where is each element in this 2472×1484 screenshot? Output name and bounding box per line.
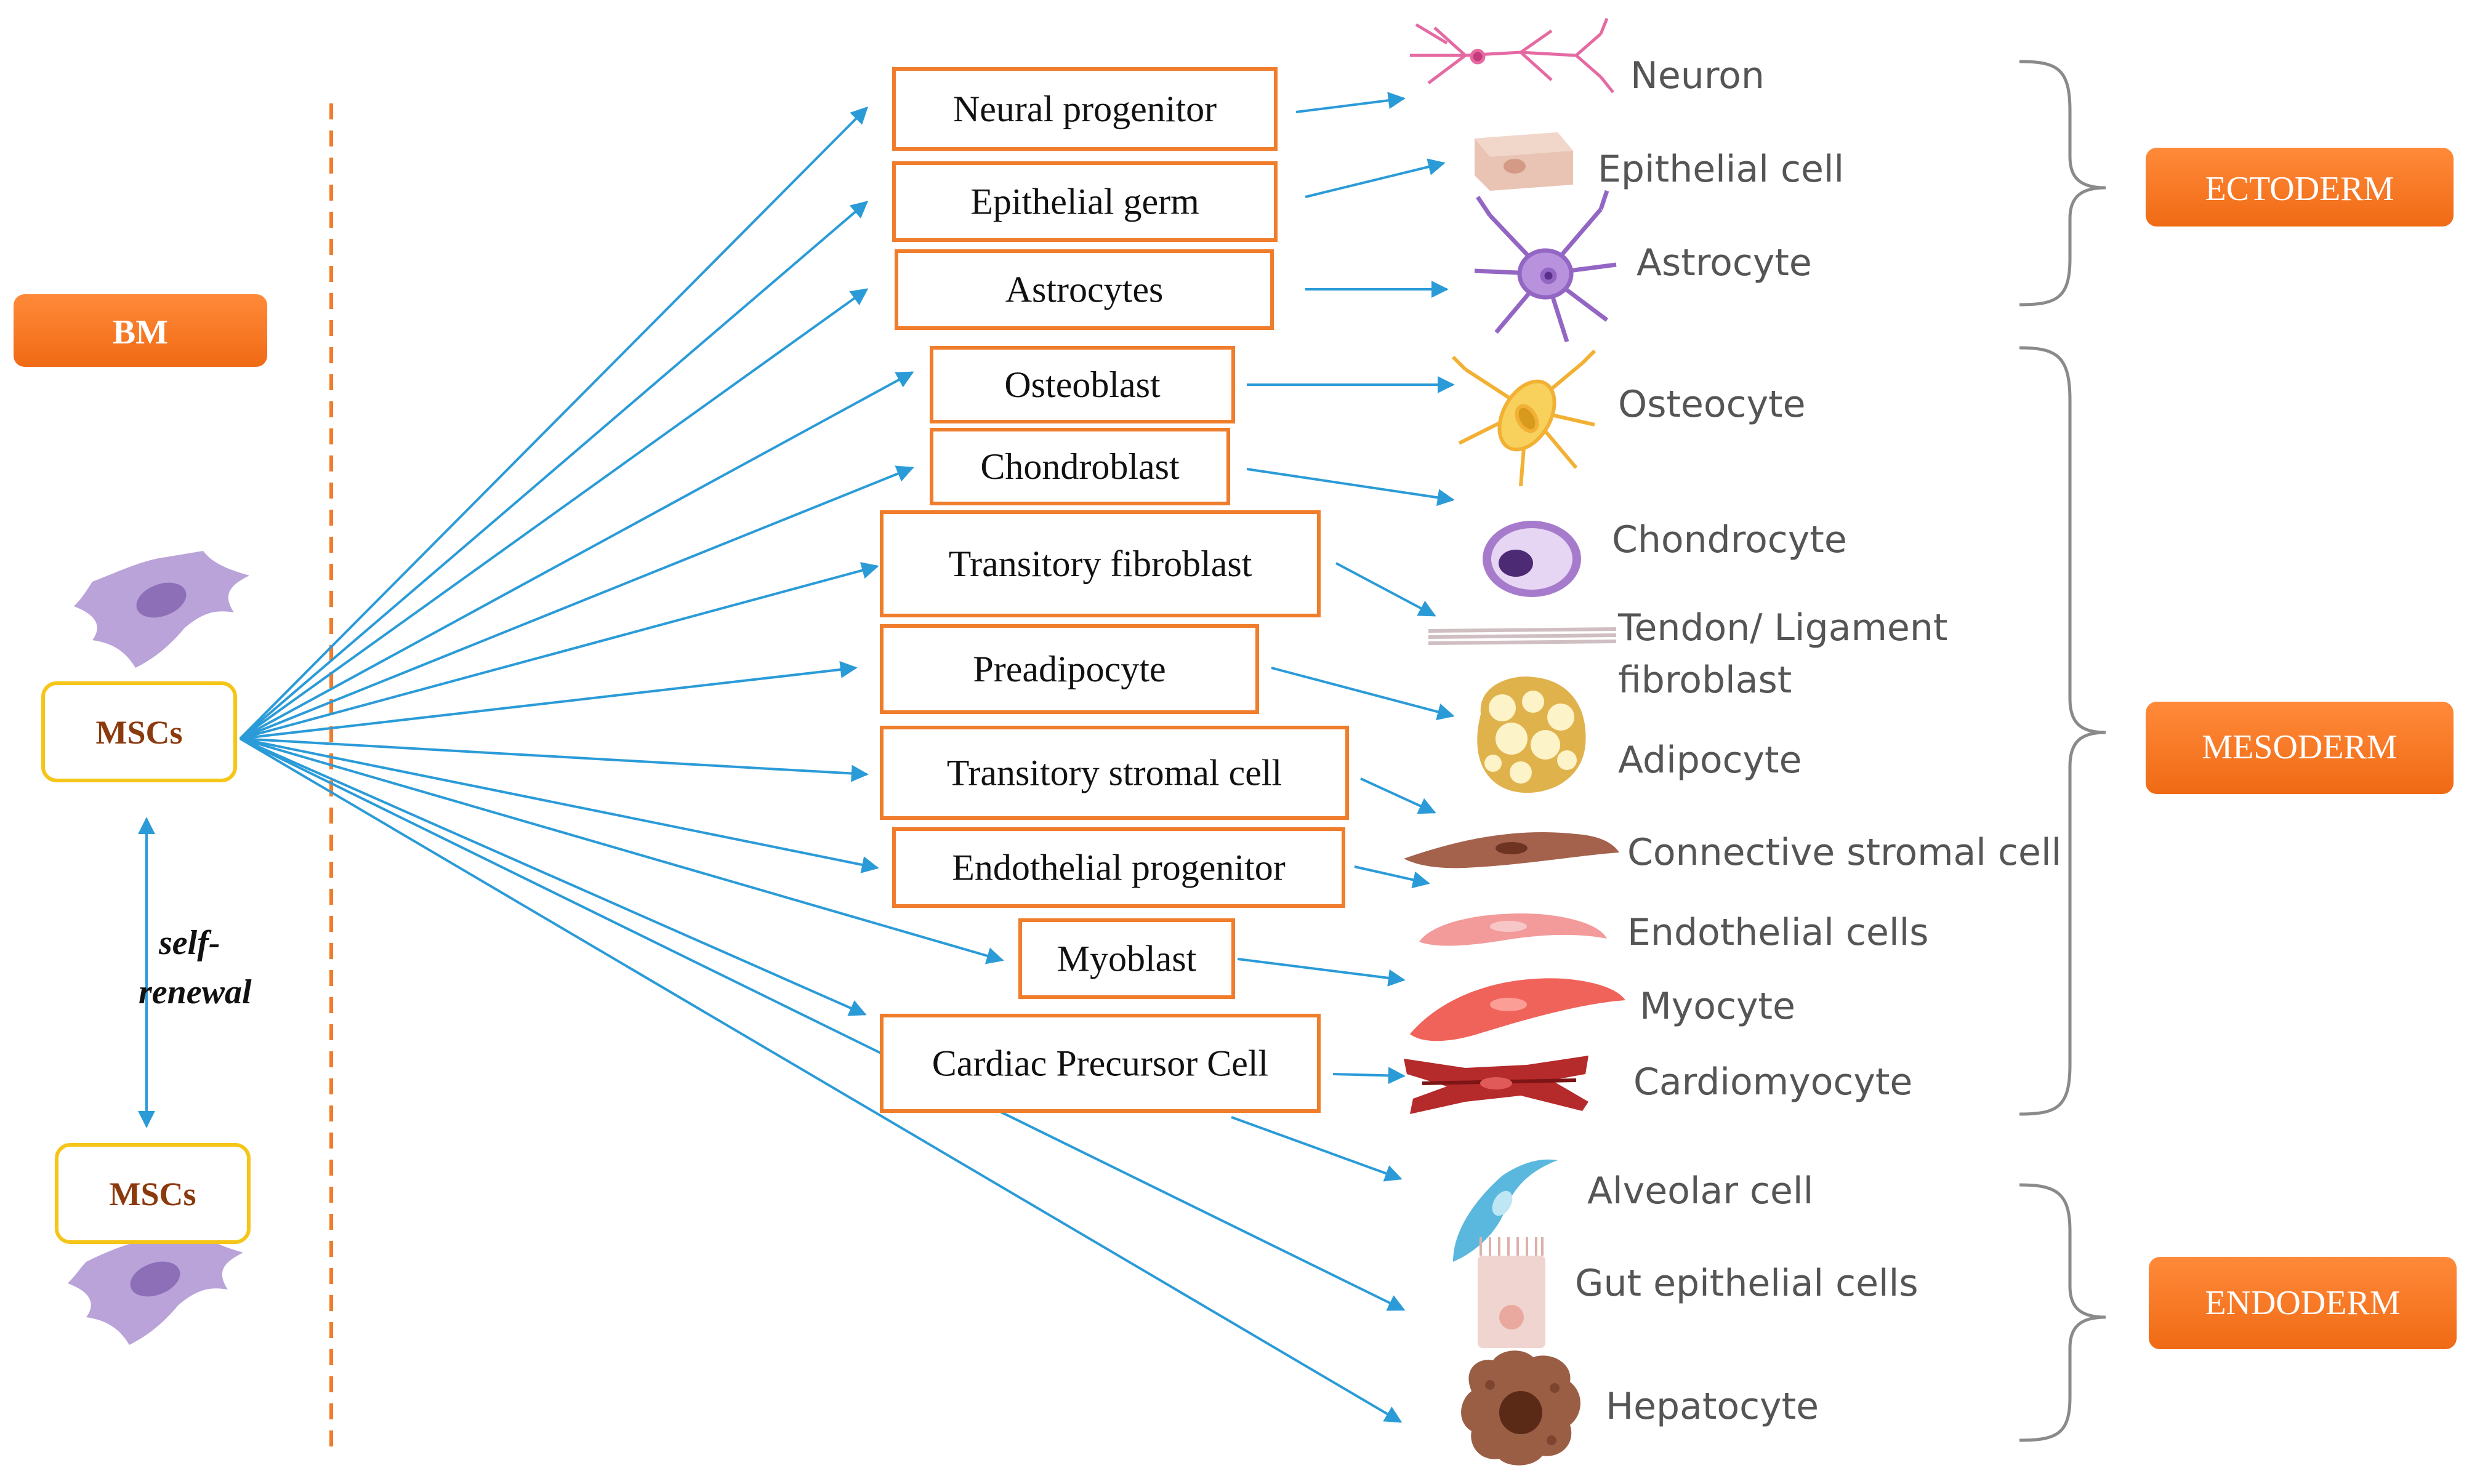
osteocyte-icon: [1451, 349, 1596, 487]
endoderm-arrow: [239, 737, 1403, 1423]
fan-arrow: [240, 660, 858, 740]
epithelial-cell-icon: [1475, 132, 1573, 191]
progenitor-transitory-fibroblast: Transitory fibroblast: [880, 510, 1321, 617]
bm-badge: BM: [14, 294, 267, 367]
cell-label-osteocyte: Osteocyte: [1618, 383, 1806, 426]
cell-icons: [1404, 18, 1625, 1466]
endoderm-brace: [2019, 1183, 2106, 1442]
progenitor-cell-arrow: [1360, 777, 1436, 814]
self-renewal-label: self-renewal: [139, 924, 252, 1011]
fibroblast-icon: [1428, 627, 1617, 645]
cell-label-connective-stromal-cell: Connective stromal cell: [1627, 831, 2061, 874]
progenitor-epithelial-germ: Epithelial germ: [892, 161, 1278, 242]
progenitor-neural-progenitor: Neural progenitor: [892, 67, 1278, 151]
bm-label: BM: [113, 313, 168, 351]
fan-arrow: [240, 465, 914, 740]
cardiomyocyte-icon: [1404, 1056, 1588, 1114]
cell-label-neuron: Neuron: [1630, 54, 1765, 97]
gut-epithelial-icon: [1478, 1237, 1545, 1348]
fan-arrow: [239, 201, 869, 740]
fan-arrow: [240, 371, 914, 740]
progenitor-label: Epithelial germ: [970, 182, 1199, 222]
msc-box: MSCs: [41, 681, 237, 782]
progenitor-osteoblast: Osteoblast: [930, 346, 1235, 423]
fan-arrow: [240, 737, 879, 873]
cell-label-adipocyte: Adipocyte: [1618, 739, 1802, 782]
endoderm-arrow: [240, 737, 1406, 1311]
stromal-cell-icon: [1404, 832, 1619, 868]
progenitor-myoblast: Myoblast: [1018, 918, 1235, 999]
progenitor-cell-arrow: [1295, 92, 1406, 113]
progenitor-cell-arrows: [1237, 92, 1455, 1085]
alveolar-cell-icon: [1453, 1159, 1558, 1262]
fan-arrow: [239, 288, 869, 740]
ectoderm-badge: ECTODERM: [2146, 148, 2454, 227]
fan-arrow: [240, 737, 867, 1016]
hepatocyte-icon: [1461, 1350, 1580, 1466]
progenitor-label: Chondroblast: [980, 446, 1180, 487]
mesoderm-label: MESODERM: [2202, 728, 2397, 766]
chondrocyte-icon: [1483, 521, 1581, 597]
fan-arrow: [240, 737, 1004, 965]
progenitor-cell-arrow: [1237, 958, 1406, 987]
cell-label-cardiomyocyte: Cardiomyocyte: [1633, 1061, 1912, 1104]
cell-label-gut-epithelial-cells: Gut epithelial cells: [1575, 1262, 1918, 1305]
ectoderm-label: ECTODERM: [2205, 170, 2394, 208]
progenitor-preadipocyte: Preadipocyte: [880, 624, 1259, 714]
neuron-icon: [1410, 18, 1614, 94]
progenitor-label: Transitory stromal cell: [947, 753, 1282, 793]
progenitor-label: Osteoblast: [1004, 364, 1161, 405]
progenitor-cell-arrow: [1335, 562, 1436, 617]
cell-label-epithelial-cell: Epithelial cell: [1598, 148, 1844, 191]
progenitor-astrocytes: Astrocytes: [895, 249, 1274, 330]
cell-label-myocyte: Myocyte: [1640, 985, 1795, 1028]
ectoderm-brace: [2019, 60, 2106, 307]
cell-label-chondrocyte: Chondrocyte: [1612, 518, 1847, 561]
cell-label-alveolar-cell: Alveolar cell: [1587, 1169, 1813, 1213]
endoderm-badge: ENDODERM: [2149, 1257, 2457, 1349]
endothelial-cell-icon: [1419, 913, 1607, 946]
progenitor-cell-arrow: [1246, 468, 1455, 507]
progenitor-endothelial-progenitor: Endothelial progenitor: [892, 827, 1345, 908]
progenitor-label: Transitory fibroblast: [949, 543, 1252, 584]
fan-arrow: [240, 737, 869, 782]
cell-label-endothelial-cells: Endothelial cells: [1627, 911, 1929, 954]
msc-cell-icon: [74, 551, 249, 668]
progenitor-cell-arrow: [1332, 1067, 1406, 1085]
endoderm-arrow: [1231, 1116, 1403, 1182]
progenitor-label: Astrocytes: [1005, 270, 1164, 310]
mesoderm-brace: [2019, 346, 2106, 1116]
fan-arrow: [240, 562, 879, 740]
progenitor-cell-arrow: [1305, 158, 1446, 198]
progenitor-label: Neural progenitor: [953, 89, 1217, 129]
progenitor-label: Cardiac Precursor Cell: [932, 1043, 1268, 1084]
msc-label: MSCs: [95, 714, 182, 751]
mesoderm-badge: MESODERM: [2146, 702, 2454, 794]
msc-fan-arrows: [239, 106, 1406, 1423]
progenitor-cardiac-precursor-cell: Cardiac Precursor Cell: [880, 1014, 1321, 1113]
fan-arrow: [239, 106, 868, 740]
progenitor-cell-arrow: [1354, 865, 1430, 889]
progenitor-label: Myoblast: [1057, 939, 1197, 979]
cell-label-astrocyte: Astrocyte: [1637, 241, 1812, 284]
cell-label-hepatocyte: Hepatocyte: [1606, 1385, 1819, 1428]
adipocyte-icon: [1477, 676, 1586, 793]
progenitor-label: Preadipocyte: [973, 649, 1166, 689]
progenitor-chondroblast: Chondroblast: [930, 428, 1230, 505]
msc-daughter-box: MSCs: [55, 1143, 251, 1244]
msc-daughter-cell-icon: [68, 1228, 243, 1345]
msc-daughter-label: MSCs: [109, 1176, 196, 1213]
progenitor-label: Endothelial progenitor: [952, 848, 1286, 888]
progenitor-transitory-stromal-cell: Transitory stromal cell: [880, 726, 1349, 820]
progenitor-cell-arrow: [1271, 667, 1455, 721]
astrocyte-icon: [1474, 190, 1617, 343]
endoderm-label: ENDODERM: [2205, 1284, 2400, 1322]
myocyte-icon: [1410, 978, 1625, 1041]
